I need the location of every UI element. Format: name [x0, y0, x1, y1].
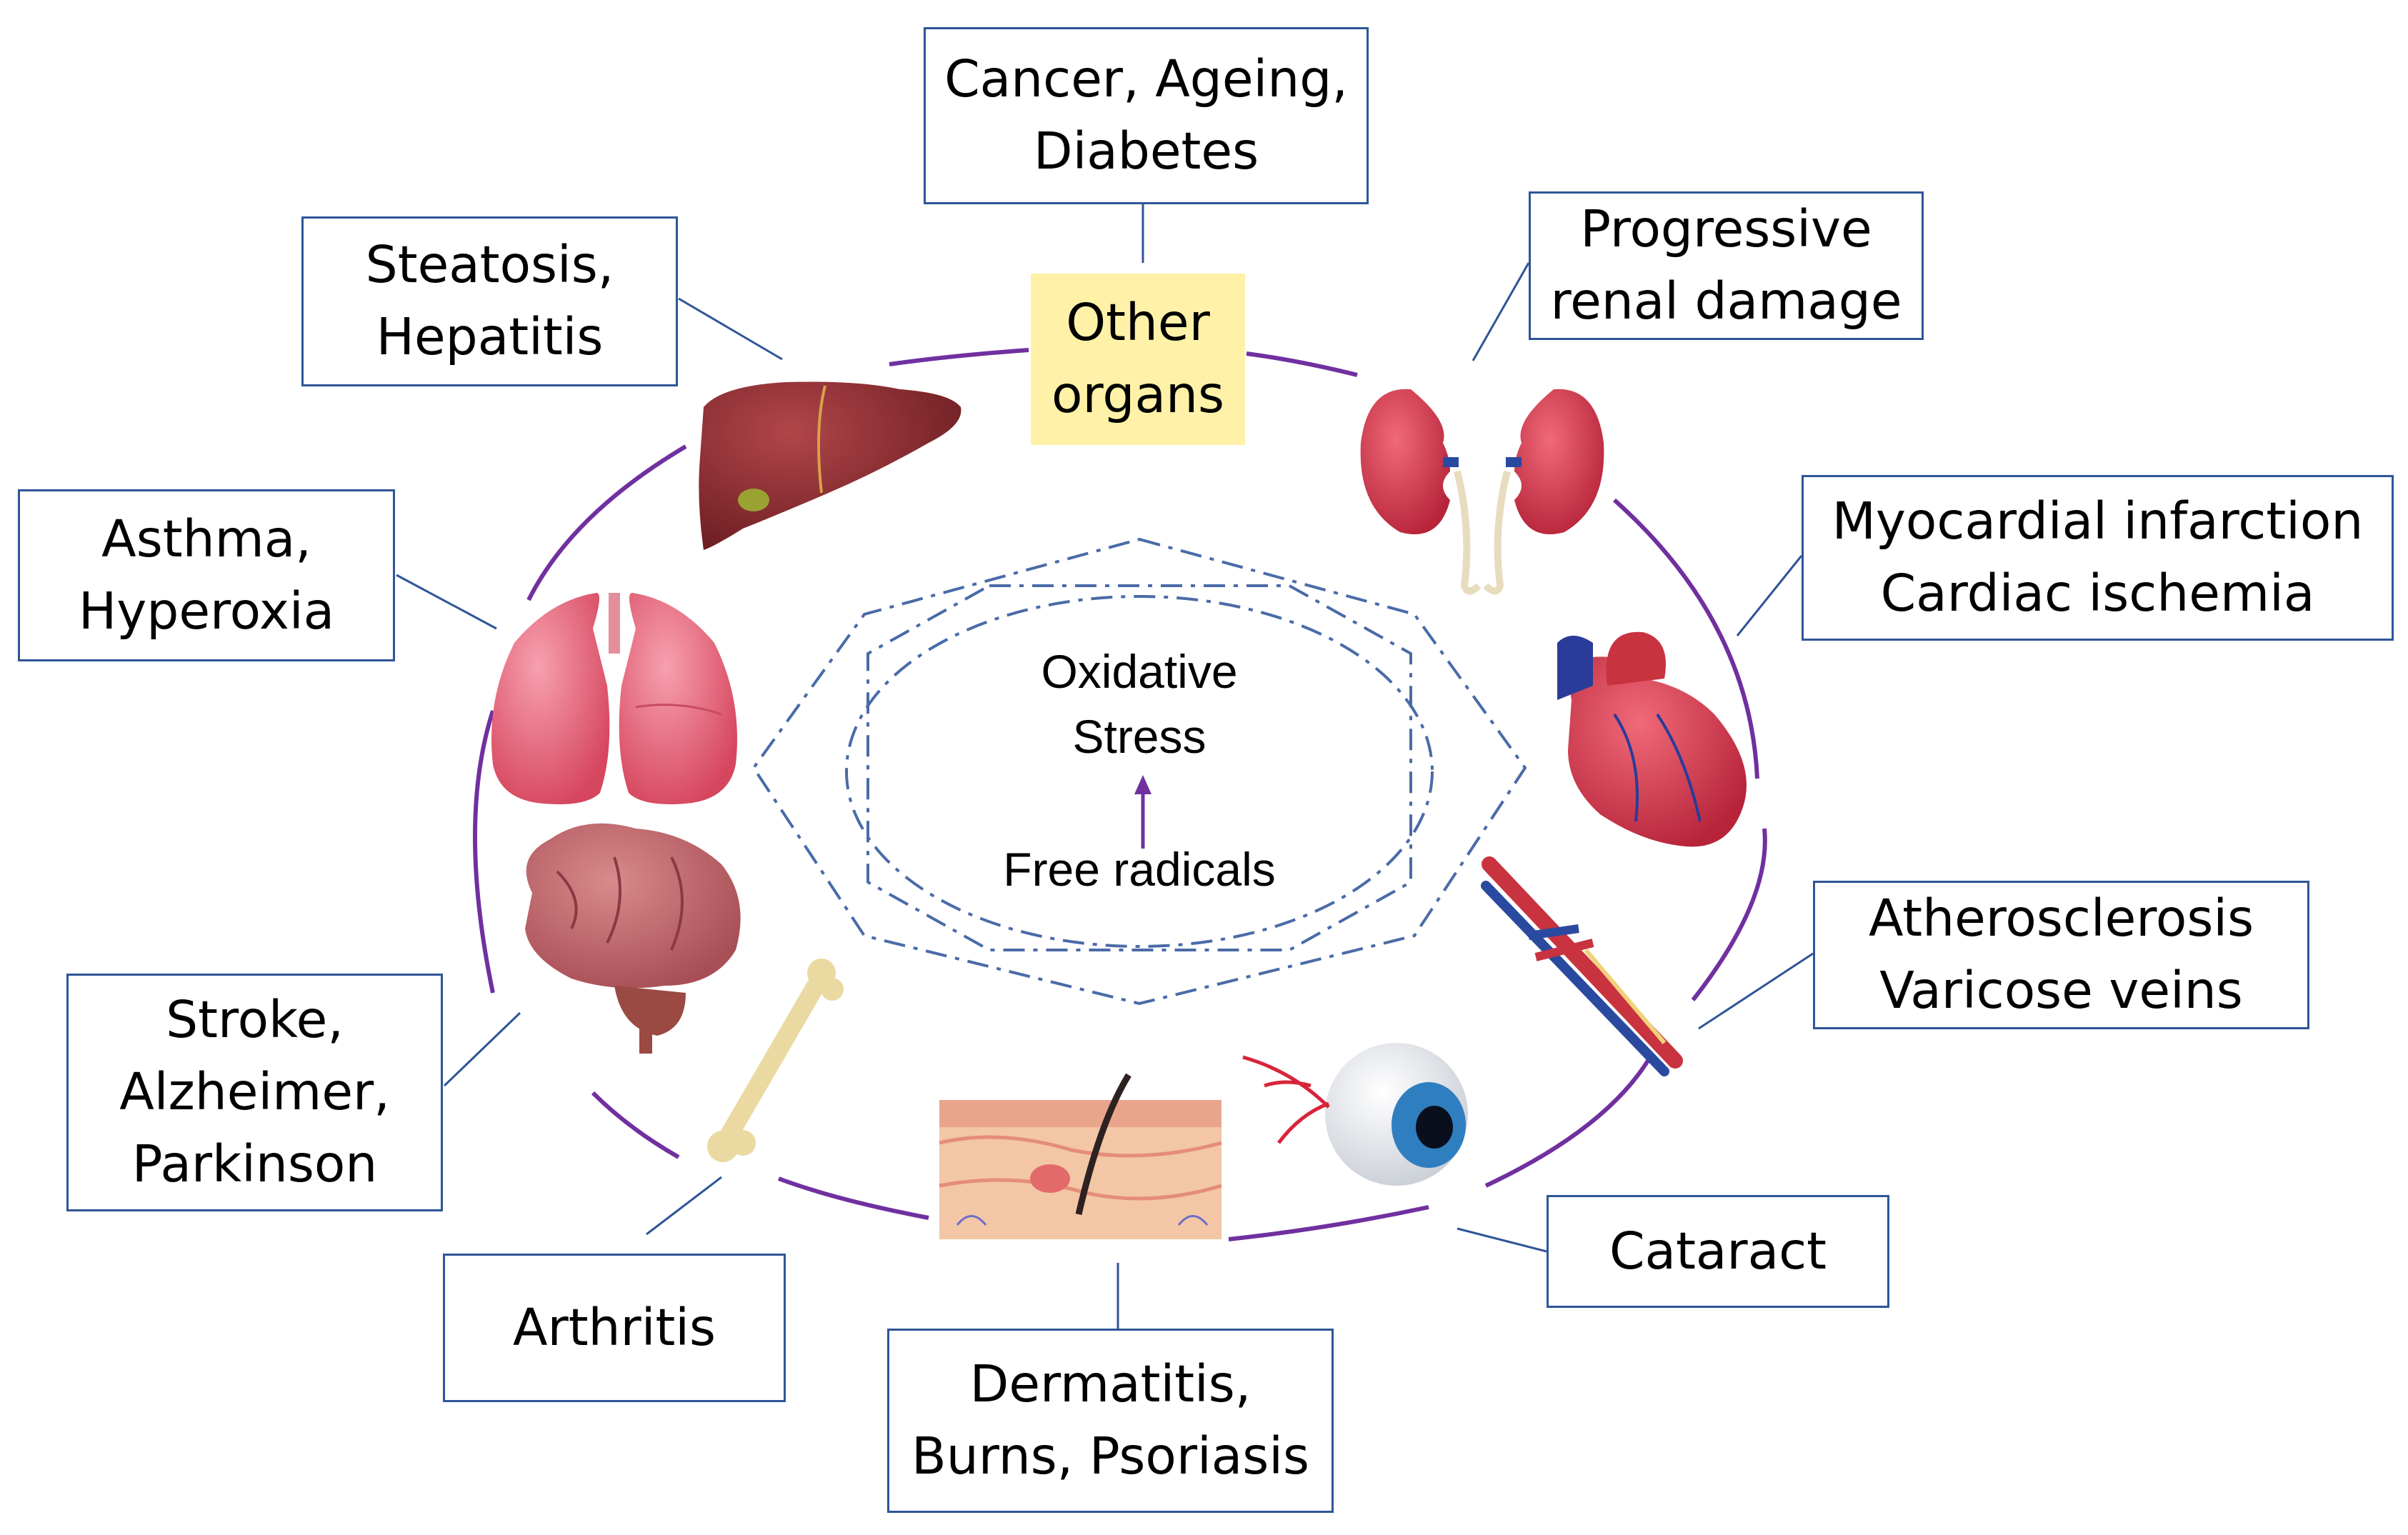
- box-myocardial-cardiac: Myocardial infarction Cardiac ischemia: [1802, 475, 2394, 641]
- box-line: Hyperoxia: [78, 581, 335, 641]
- box-cancer-ageing-diabetes: Cancer, Ageing, Diabetes: [924, 27, 1369, 204]
- other-organs-line2: organs: [1051, 365, 1224, 424]
- box-line: Cataract: [1609, 1221, 1827, 1281]
- skin-icon: [939, 1073, 1222, 1239]
- outer-ellipse: [473, 348, 1767, 1241]
- box-steatosis-hepatitis: Steatosis, Hepatitis: [301, 216, 678, 386]
- box-line: Myocardial infarction: [1832, 491, 2364, 551]
- other-organs-label: Other organs: [1031, 274, 1245, 445]
- box-line: Diabetes: [1033, 121, 1259, 181]
- oxidative-line: Oxidative: [1041, 645, 1238, 698]
- eye-icon: [1242, 1043, 1468, 1186]
- box-line: renal damage: [1550, 271, 1902, 331]
- box-cataract: Cataract: [1547, 1195, 1889, 1308]
- box-line: Arthritis: [512, 1297, 716, 1357]
- box-line: Dermatitis,: [969, 1354, 1252, 1414]
- box-line: Progressive: [1580, 199, 1872, 259]
- other-organs-line1: Other: [1066, 293, 1210, 353]
- connector-lines: [396, 204, 1814, 1329]
- lungs-icon: [491, 593, 737, 804]
- bone-icon: [707, 959, 844, 1162]
- box-line: Stroke,: [166, 990, 344, 1050]
- free-radicals-label: Free radicals: [1003, 843, 1276, 896]
- box-line: Atherosclerosis: [1868, 889, 2254, 949]
- box-stroke-alzheimer-parkinson: Stroke, Alzheimer, Parkinson: [66, 974, 443, 1211]
- box-line: Alzheimer,: [119, 1062, 390, 1122]
- arrow-up: [1134, 775, 1151, 849]
- box-arthritis: Arthritis: [443, 1254, 786, 1402]
- box-line: Cardiac ischemia: [1880, 564, 2315, 623]
- box-line: Varicose veins: [1879, 961, 2243, 1020]
- box-line: Hepatitis: [376, 307, 604, 366]
- stress-line: Stress: [1072, 710, 1207, 764]
- box-line: Parkinson: [131, 1134, 378, 1194]
- box-progressive-renal-damage: Progressive renal damage: [1529, 191, 1924, 340]
- liver-icon: [699, 381, 961, 550]
- blood-vessel-icon: [1481, 856, 1683, 1076]
- box-atherosclerosis-varicose: Atherosclerosis Varicose veins: [1813, 881, 2309, 1029]
- heart-icon: [1557, 631, 1747, 847]
- oxidative-stress-label: Oxidative Stress: [979, 639, 1300, 769]
- center-star: [751, 537, 1527, 1006]
- brain-icon: [525, 823, 741, 1054]
- kidneys-icon: [1360, 389, 1604, 595]
- box-line: Burns, Psoriasis: [911, 1426, 1309, 1486]
- box-line: Asthma,: [101, 509, 311, 569]
- box-line: Steatosis,: [365, 235, 614, 295]
- box-dermatitis-burns-psoriasis: Dermatitis, Burns, Psoriasis: [887, 1329, 1334, 1513]
- box-asthma-hyperoxia: Asthma, Hyperoxia: [18, 489, 395, 661]
- box-line: Cancer, Ageing,: [944, 49, 1348, 109]
